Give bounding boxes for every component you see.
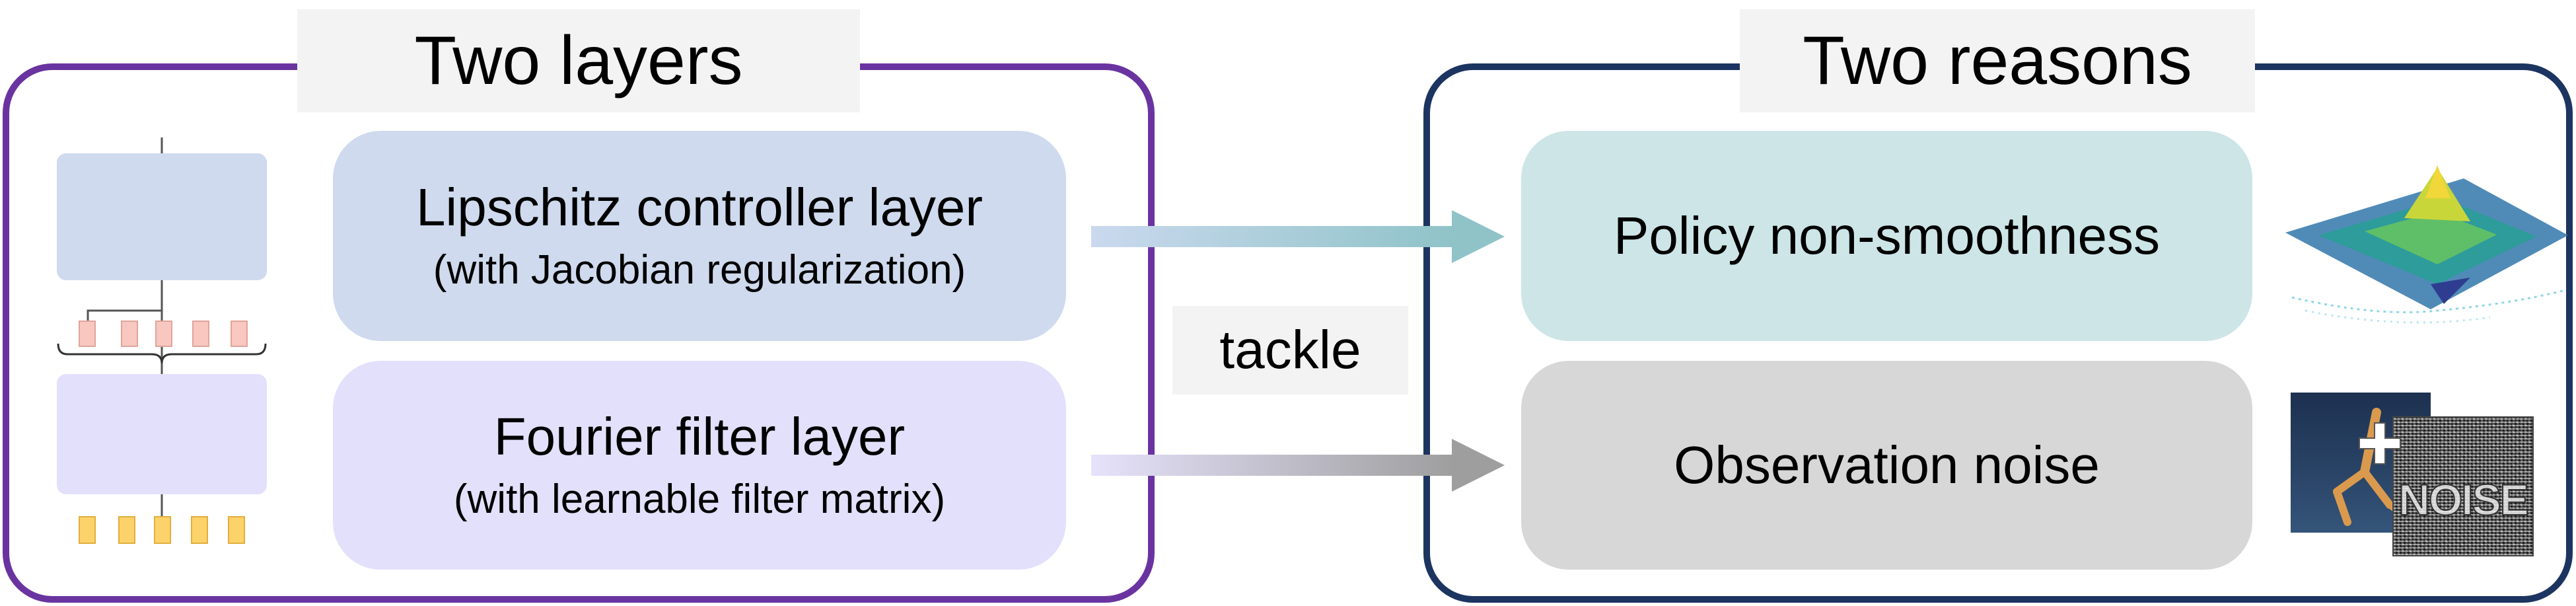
- noise-image-icon: NOISE: [2392, 416, 2534, 556]
- noise-image-text: NOISE: [2398, 474, 2529, 525]
- fourier-layer-title: Fourier filter layer: [493, 406, 906, 466]
- network-block-lower: [57, 374, 267, 494]
- observation-noise-box: Observation noise: [1521, 361, 2252, 570]
- lipschitz-layer-subtitle: (with Jacobian regularization): [433, 246, 966, 293]
- network-branch-line: [87, 280, 163, 321]
- tackle-label: tackle: [1172, 306, 1408, 395]
- arrow-fourier-to-noise: [1091, 439, 1505, 492]
- lipschitz-units: [79, 321, 248, 347]
- network-brace: [57, 343, 267, 364]
- observation-noise-label: Observation noise: [1674, 436, 2100, 494]
- plus-icon: [2359, 422, 2401, 465]
- arrow-lipschitz-to-policy: [1091, 210, 1505, 263]
- network-block-upper: [57, 153, 267, 280]
- fourier-units: [79, 516, 245, 544]
- policy-nonsmoothness-label: Policy non-smoothness: [1613, 206, 2161, 265]
- lipschitz-layer-box: Lipschitz controller layer (with Jacobia…: [333, 131, 1066, 341]
- fourier-layer-box: Fourier filter layer (with learnable fil…: [333, 361, 1066, 570]
- surface-plot-icon: [2285, 165, 2568, 324]
- lipschitz-layer-title: Lipschitz controller layer: [415, 177, 984, 237]
- fourier-layer-subtitle: (with learnable filter matrix): [453, 476, 946, 522]
- layers-panel-title: Two layers: [297, 9, 860, 112]
- reasons-panel-title: Two reasons: [1740, 9, 2255, 112]
- policy-nonsmoothness-box: Policy non-smoothness: [1521, 131, 2252, 341]
